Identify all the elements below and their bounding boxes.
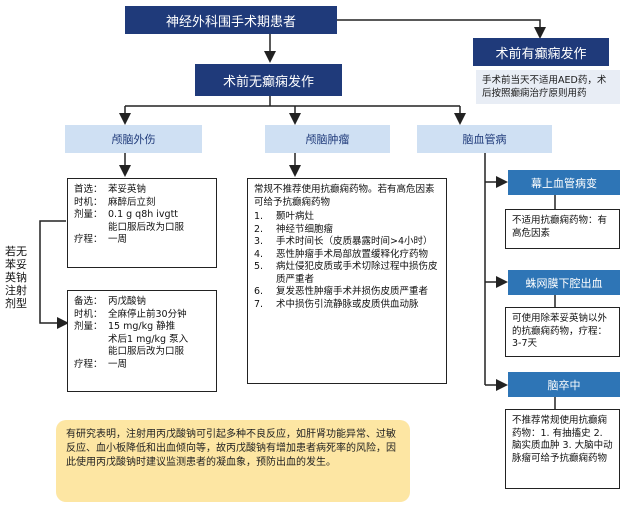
vascular-supratentorial-box: 不适用抗癫痫药物：有高危因素: [505, 209, 620, 249]
vascular-sah: 蛛网膜下腔出血: [508, 270, 620, 295]
rx-val: 15 mg/kg 静推 术后1 mg/kg 泵入 能口服后改为口服: [108, 321, 189, 357]
rx-val: 丙戊酸钠: [108, 296, 147, 307]
rx-val: 0.1 g q8h ivgtt 能口服后改为口服: [108, 209, 185, 233]
root-node: 神经外科围手术期患者: [125, 6, 337, 34]
item-num: 4.: [254, 248, 264, 260]
item-text: 病灶侵犯皮质或手术切除过程中损伤皮质严重者: [276, 261, 438, 285]
vascular-sah-box: 可使用除苯妥英钠以外的抗癫痫药物，疗程：3-7天: [505, 307, 620, 357]
vascular-stroke: 脑卒中: [508, 372, 620, 397]
rx-val: 苯妥英钠: [108, 184, 147, 195]
rx-key: 时机：: [74, 308, 103, 320]
rx-key: 剂量：: [74, 321, 103, 332]
item-num: 6.: [254, 286, 264, 297]
category-vascular: 脑血管病: [417, 125, 552, 153]
rx-key: 疗程：: [74, 358, 103, 370]
item-text: 恶性肿瘤手术局部放置缓释化疗药物: [276, 248, 429, 260]
item-text: 神经节细胞瘤: [276, 223, 334, 235]
rx-key: 时机：: [74, 196, 103, 208]
vascular-supratentorial: 幕上血管病变: [508, 170, 620, 195]
no-seizure-node: 术前无癫痫发作: [195, 64, 342, 96]
valproate-box: 备选： 丙戊酸钠 时机： 全麻停止前30分钟 剂量： 15 mg/kg 静推 术后1 …: [67, 290, 217, 392]
side-label: 若无苯妥英钠注射剂型: [5, 245, 27, 310]
tumor-intro: 常规不推荐使用抗癫痫药物。若有高危因素可给予抗癫痫药物: [254, 184, 435, 208]
rx-val: 一周: [108, 358, 128, 370]
rx-key: 备选：: [74, 296, 103, 307]
rx-val: 一周: [108, 234, 128, 245]
item-text: 复发恶性肿瘤手术并损伤皮质严重者: [276, 286, 429, 297]
item-num: 3.: [254, 236, 264, 247]
category-tumor: 颅脑肿瘤: [265, 125, 390, 153]
rx-key: 疗程：: [74, 234, 103, 245]
item-text: 手术时间长（皮质暴露时间>4小时）: [276, 236, 433, 247]
rx-val: 麻醉后立刻: [108, 196, 156, 208]
phenytoin-box: 首选： 苯妥英钠 时机： 麻醉后立刻 剂量： 0.1 g q8h ivgtt 能口服后…: [67, 178, 217, 268]
tumor-box: 常规不推荐使用抗癫痫药物。若有高危因素可给予抗癫痫药物 1. 颞叶病灶 2. 神经节…: [247, 178, 447, 384]
item-text: 术中损伤引流静脉或皮质供血动脉: [276, 298, 419, 310]
rx-key: 剂量：: [74, 209, 103, 220]
item-num: 1.: [254, 211, 264, 222]
vascular-stroke-box: 不推荐常规使用抗癫痫药物：1. 有抽搐史 2. 脑实质血肿 3. 大脑中动脉瘤可…: [505, 409, 620, 489]
category-trauma: 颅脑外伤: [65, 125, 202, 153]
item-num: 2.: [254, 223, 264, 235]
rx-key: 首选：: [74, 184, 103, 195]
item-num: 5.: [254, 261, 264, 272]
has-seizure-note: 手术前当天不适用AED药，术后按照癫痫治疗原则用药: [476, 70, 620, 104]
item-text: 颞叶病灶: [276, 211, 315, 222]
item-num: 7.: [254, 298, 264, 310]
rx-val: 全麻停止前30分钟: [108, 308, 187, 320]
has-seizure-node: 术前有癫痫发作: [473, 38, 609, 66]
warning-callout: 有研究表明，注射用丙戊酸钠可引起多种不良反应，如肝肾功能异常、过敏反应、血小板降…: [56, 420, 410, 502]
